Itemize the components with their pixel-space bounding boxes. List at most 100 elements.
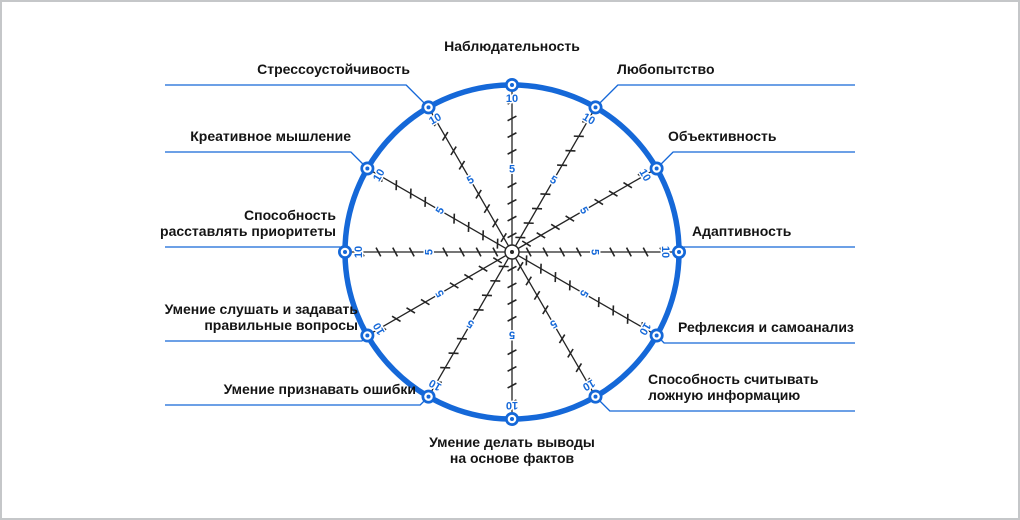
spoke-line [367, 167, 513, 253]
sector-label-clock-11: Стрессоустойчивость [257, 61, 410, 77]
tick-mark [492, 247, 499, 257]
tick-mark [525, 247, 532, 257]
tick-mark [358, 247, 365, 257]
scale-label: 5 [577, 288, 590, 299]
tick-mark [507, 349, 517, 356]
tick-mark [507, 115, 517, 122]
axis-endpoint-marker-dot [593, 105, 598, 110]
label-leader-line [595, 84, 855, 108]
tick-mark [507, 148, 517, 155]
tick-mark [525, 276, 533, 286]
scale-label: 5 [434, 205, 447, 216]
spoke-line [427, 251, 513, 397]
tick-mark [550, 223, 561, 231]
scale-label: 5 [577, 205, 590, 216]
tick-mark [625, 247, 632, 257]
tick-mark [507, 198, 517, 205]
tick-mark [507, 399, 517, 406]
sector-label-clock-9: Способность [244, 207, 336, 223]
tick-mark [565, 215, 575, 222]
tick-mark [507, 315, 517, 322]
tick-mark [575, 247, 582, 257]
sector-label-clock-6: на основе фактов [450, 450, 575, 466]
tick-mark [391, 315, 401, 323]
tick-mark [450, 146, 457, 156]
tick-mark [507, 299, 517, 306]
spoke-line [367, 251, 513, 337]
axis-endpoint-marker-dot [510, 83, 514, 87]
tick-mark [406, 307, 416, 314]
tick-mark [507, 282, 517, 289]
axis-endpoint-marker-dot [654, 333, 659, 338]
scale-label: 10 [506, 93, 518, 105]
scale-label: 5 [548, 174, 559, 187]
tick-mark [533, 290, 541, 301]
tick-mark [542, 247, 549, 257]
label-leader-line [165, 246, 346, 253]
tick-mark [559, 247, 566, 257]
tick-mark [449, 282, 459, 289]
sector-label-clock-5: ложную информацию [648, 387, 800, 403]
tick-mark [507, 215, 517, 222]
tick-mark [441, 131, 449, 141]
tick-mark [458, 247, 465, 257]
tick-mark [475, 247, 482, 257]
sector-label-clock-12: Наблюдательность [444, 38, 580, 54]
tick-mark [507, 232, 517, 239]
tick-mark [507, 382, 517, 389]
tick-mark [567, 348, 574, 358]
axis-endpoint-marker-dot [654, 166, 659, 171]
tick-mark [594, 198, 604, 206]
spoke-line [511, 251, 657, 337]
axis-endpoint-marker-dot [510, 417, 514, 421]
label-leader-line [678, 246, 855, 253]
tick-mark [507, 182, 517, 189]
tick-mark [558, 334, 566, 344]
sector-label-clock-6: Умение делать выводы [429, 434, 595, 450]
tick-mark [478, 265, 488, 273]
label-leader-line [165, 151, 368, 169]
tick-mark [507, 265, 517, 272]
tick-mark [483, 203, 491, 214]
scale-label: 5 [423, 249, 435, 255]
axis-endpoint-marker-dot [365, 333, 370, 338]
sector-label-clock-3: Адаптивность [692, 223, 792, 239]
tick-mark [583, 377, 591, 387]
scale-label: 5 [465, 174, 476, 187]
tick-mark [507, 132, 517, 139]
tick-mark [659, 247, 666, 257]
tick-mark [442, 247, 449, 257]
scale-label: 5 [509, 329, 515, 341]
tick-mark [408, 247, 415, 257]
scale-label: 5 [434, 288, 447, 299]
sector-label-clock-2: Объективность [668, 128, 777, 144]
sector-label-clock-5: Способность считывать [648, 371, 819, 387]
tick-mark [542, 305, 549, 315]
tick-mark [458, 160, 466, 170]
tick-mark [637, 173, 647, 181]
axis-endpoint-marker-dot [593, 394, 598, 399]
tick-mark [536, 231, 546, 239]
scale-label: 5 [465, 317, 476, 330]
scale-label: 5 [589, 249, 601, 255]
scale-label: 10 [506, 399, 518, 411]
tick-mark [575, 363, 583, 373]
tick-mark [507, 98, 517, 105]
spoke-line [511, 251, 597, 397]
tick-mark [642, 247, 649, 257]
axis-endpoint-marker-dot [343, 250, 347, 254]
label-leader-line [165, 335, 368, 342]
spoke-line [511, 167, 657, 253]
axis-endpoint-marker-dot [426, 394, 431, 399]
scale-label: 10 [353, 246, 365, 258]
tick-mark [608, 190, 618, 197]
axis-endpoint-marker-dot [426, 105, 431, 110]
spoke-line [511, 107, 597, 253]
tick-mark [500, 232, 507, 243]
spoke-line [427, 107, 513, 253]
label-leader-line [656, 151, 855, 169]
sector-label-clock-8: правильные вопросы [204, 317, 358, 333]
tick-mark [375, 247, 382, 257]
center-dot [510, 250, 514, 254]
